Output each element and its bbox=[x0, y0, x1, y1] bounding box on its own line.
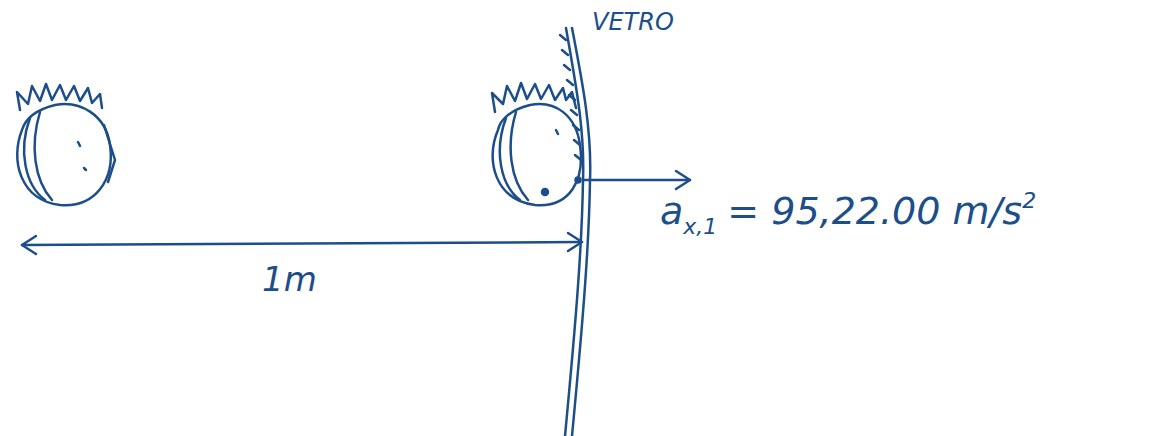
subscript: x,1 bbox=[683, 214, 717, 239]
value-text: = 95,22.00 m/s bbox=[727, 189, 1022, 233]
superscript: 2 bbox=[1022, 188, 1036, 213]
distance-label: 1m bbox=[262, 262, 317, 296]
glass-label: VETRO bbox=[592, 10, 674, 34]
symbol-a: a bbox=[660, 189, 683, 233]
distance-dimension bbox=[22, 233, 582, 254]
acceleration-arrow bbox=[584, 171, 690, 189]
head-left bbox=[17, 84, 115, 205]
glass-pane bbox=[560, 28, 590, 436]
head-right bbox=[492, 83, 581, 205]
acceleration-equation: ax,1 = 95,22.00 m/s2 bbox=[660, 190, 1036, 238]
